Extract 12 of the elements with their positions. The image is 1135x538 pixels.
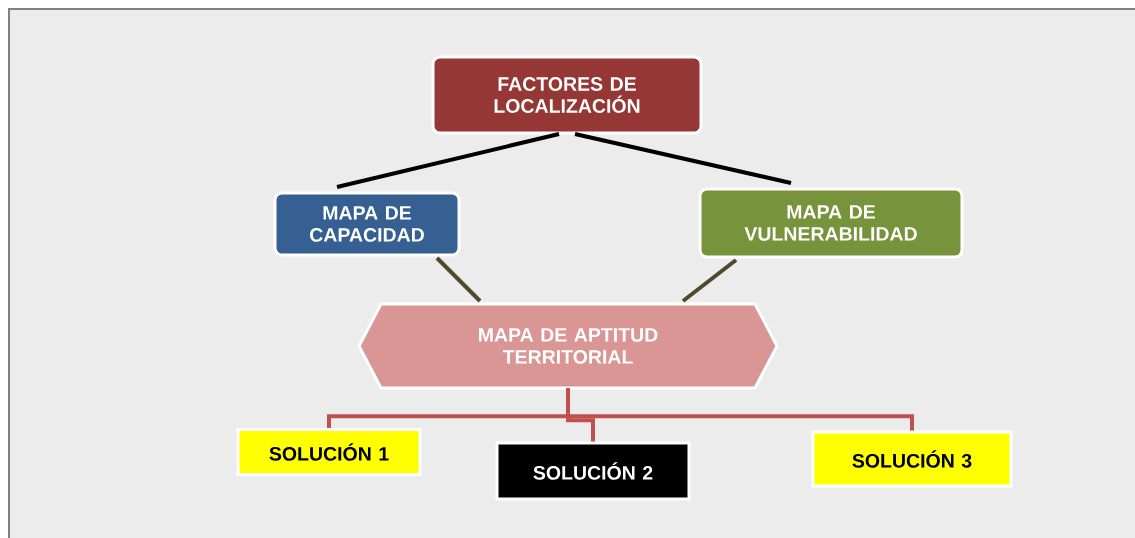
connector-line bbox=[336, 132, 560, 189]
connector-line bbox=[435, 256, 482, 303]
label-box: SOLUCIÓN 2 bbox=[495, 441, 691, 501]
rounded-box: FACTORES DE LOCALIZACIÓN bbox=[431, 55, 703, 135]
hexagon-box: MAPA DE APTITUD TERRITORIAL bbox=[357, 302, 779, 390]
label-box: SOLUCIÓN 1 bbox=[236, 428, 422, 476]
rounded-box: MAPA DE VULNERABILIDAD bbox=[698, 187, 964, 259]
rounded-box: MAPA DE CAPACIDAD bbox=[273, 191, 461, 257]
connector-line bbox=[574, 132, 792, 185]
connector-line bbox=[566, 388, 914, 431]
connector-line bbox=[681, 258, 738, 303]
label-box: SOLUCIÓN 3 bbox=[811, 430, 1013, 488]
